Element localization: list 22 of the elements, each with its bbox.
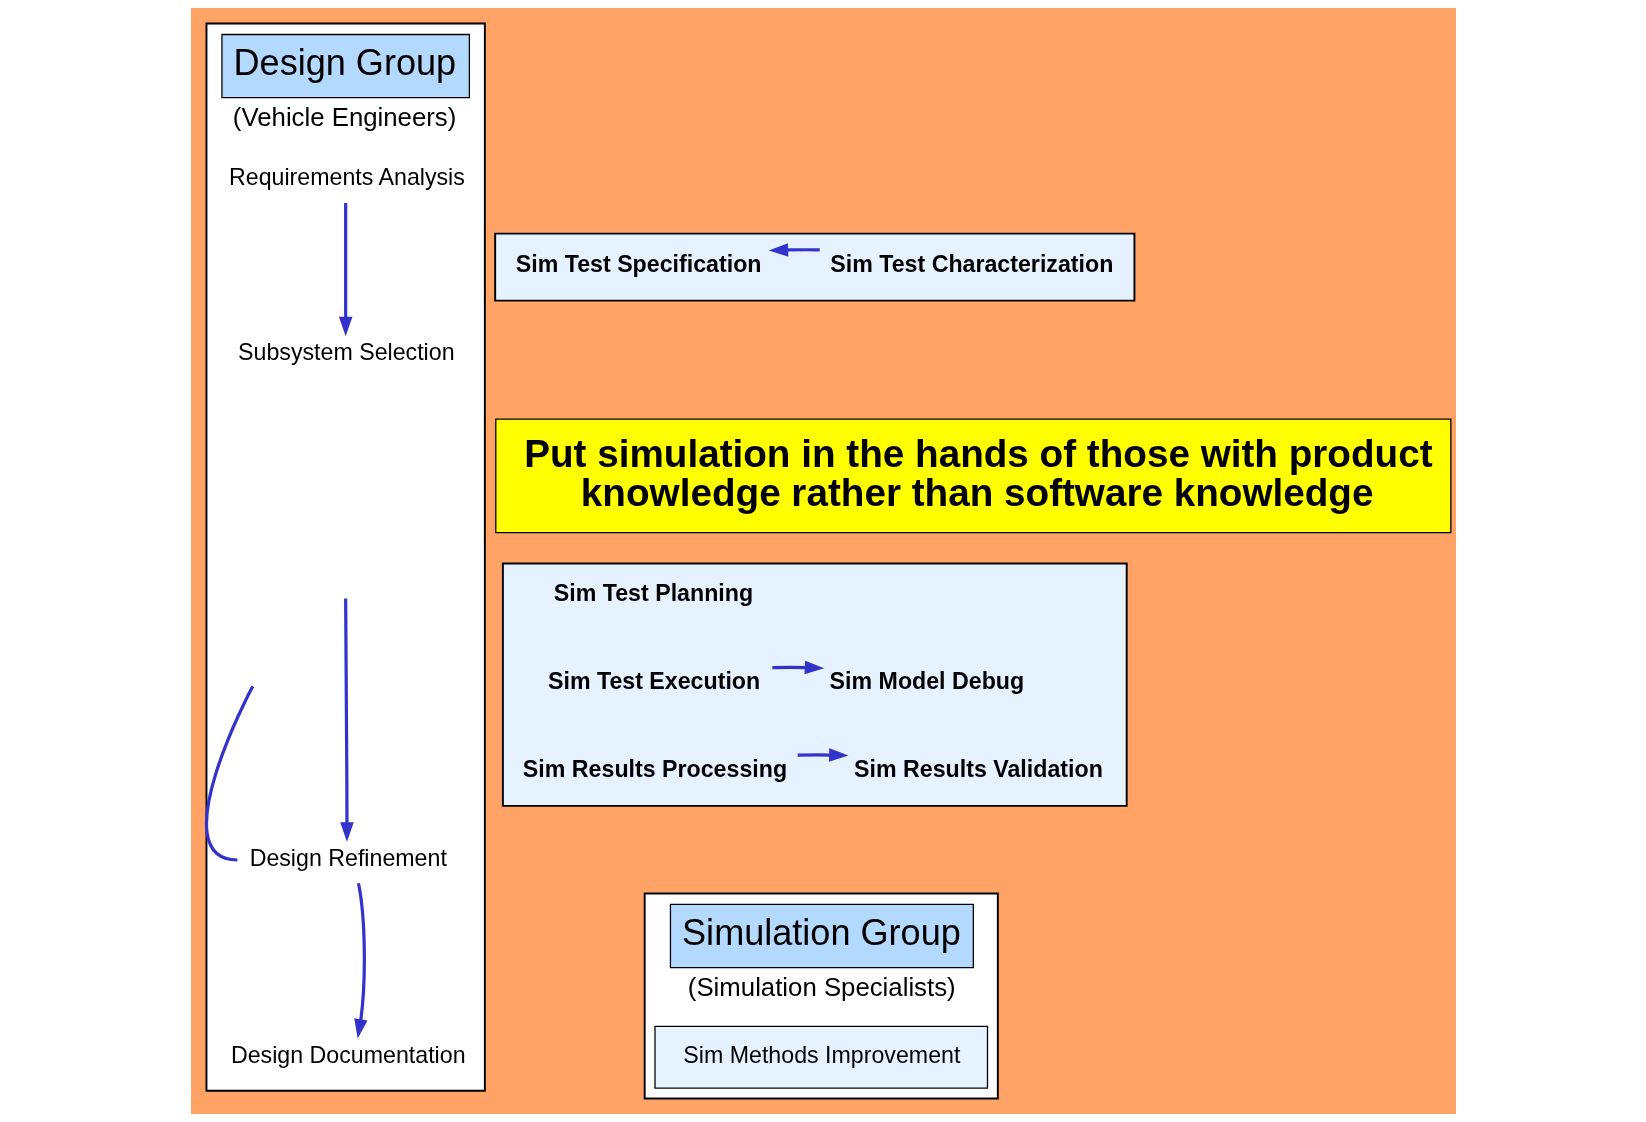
- node-text: Subsystem Selection: [237, 339, 455, 366]
- node-box: Put simulation in the hands of those with product knowledge rather than software knowledge: [494, 418, 1451, 534]
- arrow: [339, 598, 354, 842]
- node-text: Sim Model Debug: [829, 668, 1024, 695]
- arrow: [338, 203, 352, 337]
- node-text: Design Refinement: [249, 844, 447, 871]
- node-text: Requirements Analysis: [228, 164, 465, 191]
- node-box: Sim Methods Improvement: [653, 1025, 988, 1089]
- node-text: Sim Test Characterization: [829, 250, 1113, 277]
- arrow: [768, 243, 820, 257]
- arrow: [353, 882, 368, 1039]
- node-text: Design Documentation: [230, 1041, 466, 1068]
- arrow: [771, 660, 824, 675]
- connector: [204, 685, 254, 862]
- node-text: Sim Results Processing: [522, 755, 787, 782]
- node-text: Sim Results Validation: [853, 755, 1103, 782]
- cluster: [493, 232, 1135, 302]
- arrow: [797, 748, 848, 762]
- node-text: Sim Test Execution: [547, 668, 760, 695]
- cluster: [501, 562, 1128, 807]
- node-text: Sim Test Specification: [515, 250, 761, 277]
- node-text: Sim Test Planning: [553, 580, 753, 607]
